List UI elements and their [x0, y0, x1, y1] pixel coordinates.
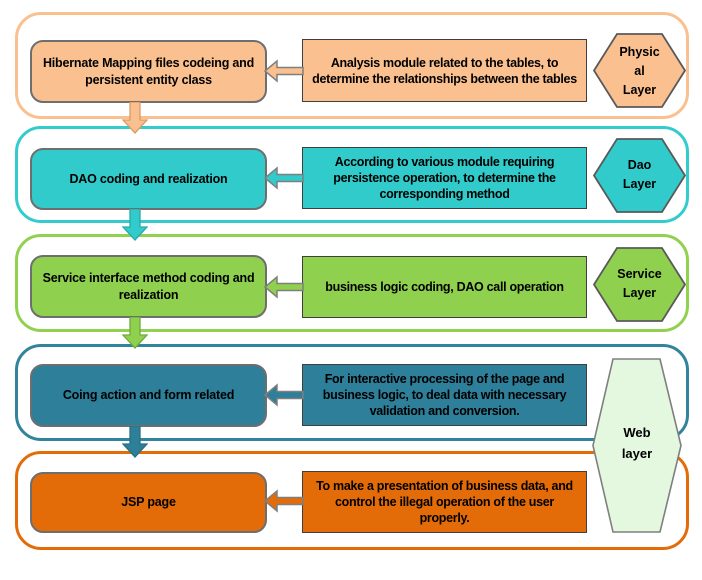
- layer-band-physical: [15, 12, 689, 119]
- box-dao-coding: DAO coding and realization: [30, 148, 267, 210]
- hexagon-service-layer: [592, 247, 687, 322]
- hexagon-label-dao: Dao Layer: [622, 158, 657, 191]
- hexagon-label-web: Web layer: [621, 425, 653, 461]
- hexagon-label-physical: Physic al Layer: [619, 45, 660, 97]
- box-service-interface: Service interface method coding and real…: [30, 255, 267, 318]
- layer-band-service: [15, 234, 689, 332]
- arrow-left-icon: [263, 489, 304, 513]
- box-coing-action: Coing action and form related: [30, 364, 267, 427]
- desc-presentation: To make a presentation of business data,…: [302, 471, 587, 533]
- arrow-down-icon: [122, 426, 148, 458]
- box-jsp-page: JSP page: [30, 472, 267, 533]
- arrow-left-icon: [263, 275, 304, 299]
- arrow-left-icon: [263, 166, 304, 190]
- arrow-down-icon: [122, 102, 148, 134]
- hexagon-dao-layer: [592, 138, 687, 213]
- desc-interactive-processing: For interactive processing of the page a…: [302, 364, 587, 426]
- layer-band-dao: [15, 126, 689, 223]
- arrow-down-icon: [122, 317, 148, 349]
- arrow-down-icon: [122, 209, 148, 241]
- layer-band-jsp: [15, 451, 689, 550]
- hexagon-web-layer: [592, 358, 682, 533]
- desc-persistence-operation: According to various module requiring pe…: [302, 147, 587, 209]
- desc-analysis-module: Analysis module related to the tables, t…: [302, 39, 587, 102]
- arrow-left-icon: [263, 59, 304, 83]
- box-hibernate-mapping: Hibernate Mapping files codeing and pers…: [30, 40, 267, 103]
- layer-band-web: [15, 344, 689, 441]
- hexagon-physical-layer: [592, 33, 687, 108]
- desc-business-logic: business logic coding, DAO call operatio…: [302, 256, 587, 318]
- hexagon-label-service: Service Layer: [617, 267, 662, 300]
- arrow-left-icon: [263, 383, 304, 407]
